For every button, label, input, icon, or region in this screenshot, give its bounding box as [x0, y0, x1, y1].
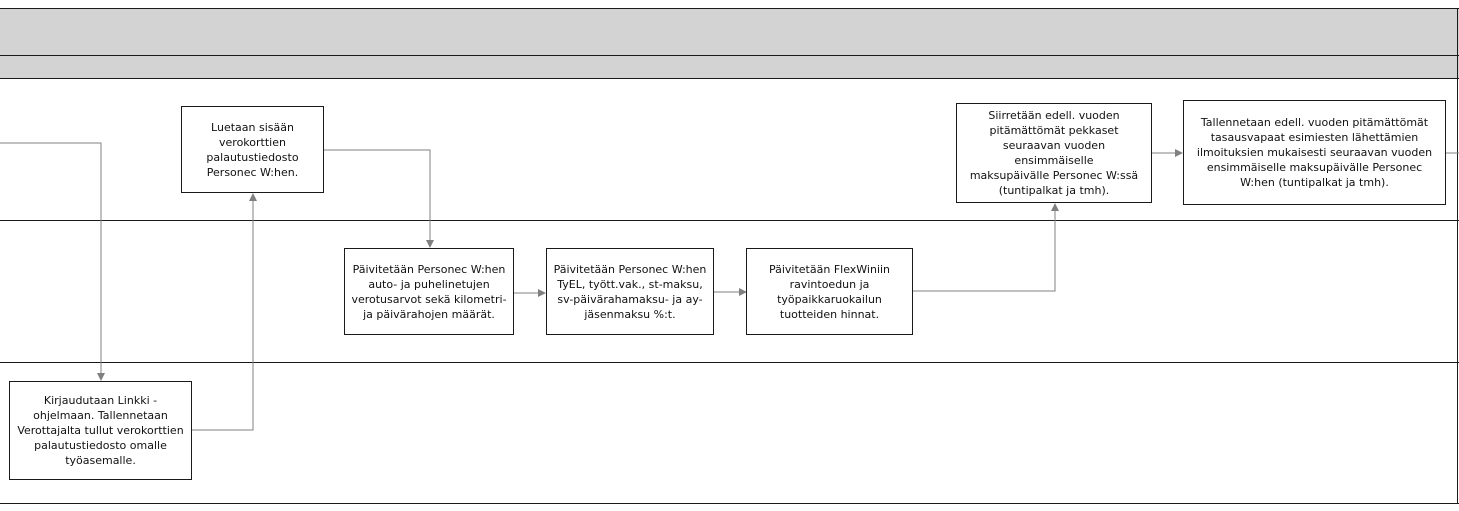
header-band-sub: [0, 56, 1459, 78]
connector-b7-to-b1: [192, 193, 257, 431]
lane-line-1: [0, 220, 1459, 221]
lane-line-subheader: [0, 78, 1459, 79]
process-box-text: Siirretään edell. vuoden pitämättömät pe…: [969, 109, 1139, 197]
process-box-text: Luetaan sisään verokorttien palautustied…: [206, 120, 299, 179]
process-box-update-tax-values: Päivitetään Personec W:hen auto- ja puhe…: [344, 248, 514, 335]
process-box-text: Tallennetaan edell. vuoden pitämättömät …: [1196, 116, 1433, 189]
process-box-update-tyel-percentages: Päivitetään Personec W:hen TyEL, tyött.v…: [546, 248, 714, 335]
process-box-transfer-pekkaset: Siirretään edell. vuoden pitämättömät pe…: [956, 103, 1152, 203]
process-box-login-linkki: Kirjaudutaan Linkki - ohjelmaan. Tallenn…: [9, 381, 192, 480]
lane-right-edge: [1457, 8, 1458, 504]
process-box-save-tasausvapaat: Tallennetaan edell. vuoden pitämättömät …: [1183, 100, 1446, 205]
connector-b6-to-b2: [913, 203, 1059, 292]
connector-b1-to-b4: [324, 149, 434, 248]
lane-line-header: [0, 55, 1459, 56]
connector-left-to-b7: [0, 142, 105, 381]
header-band-top: [0, 9, 1459, 55]
process-box-read-tax-card-file: Luetaan sisään verokorttien palautustied…: [181, 106, 324, 193]
process-box-text: Päivitetään FlexWiniin ravintoedun ja ty…: [768, 262, 891, 321]
lane-line-2: [0, 362, 1459, 363]
process-box-update-flexwin-prices: Päivitetään FlexWiniin ravintoedun ja ty…: [746, 248, 913, 335]
process-box-text: Päivitetään Personec W:hen auto- ja puhe…: [351, 262, 507, 321]
lane-line-bottom: [0, 503, 1459, 504]
process-box-text: Kirjaudutaan Linkki - ohjelmaan. Tallenn…: [17, 394, 184, 467]
process-box-text: Päivitetään Personec W:hen TyEL, tyött.v…: [553, 262, 707, 321]
lane-line-top: [0, 8, 1459, 9]
